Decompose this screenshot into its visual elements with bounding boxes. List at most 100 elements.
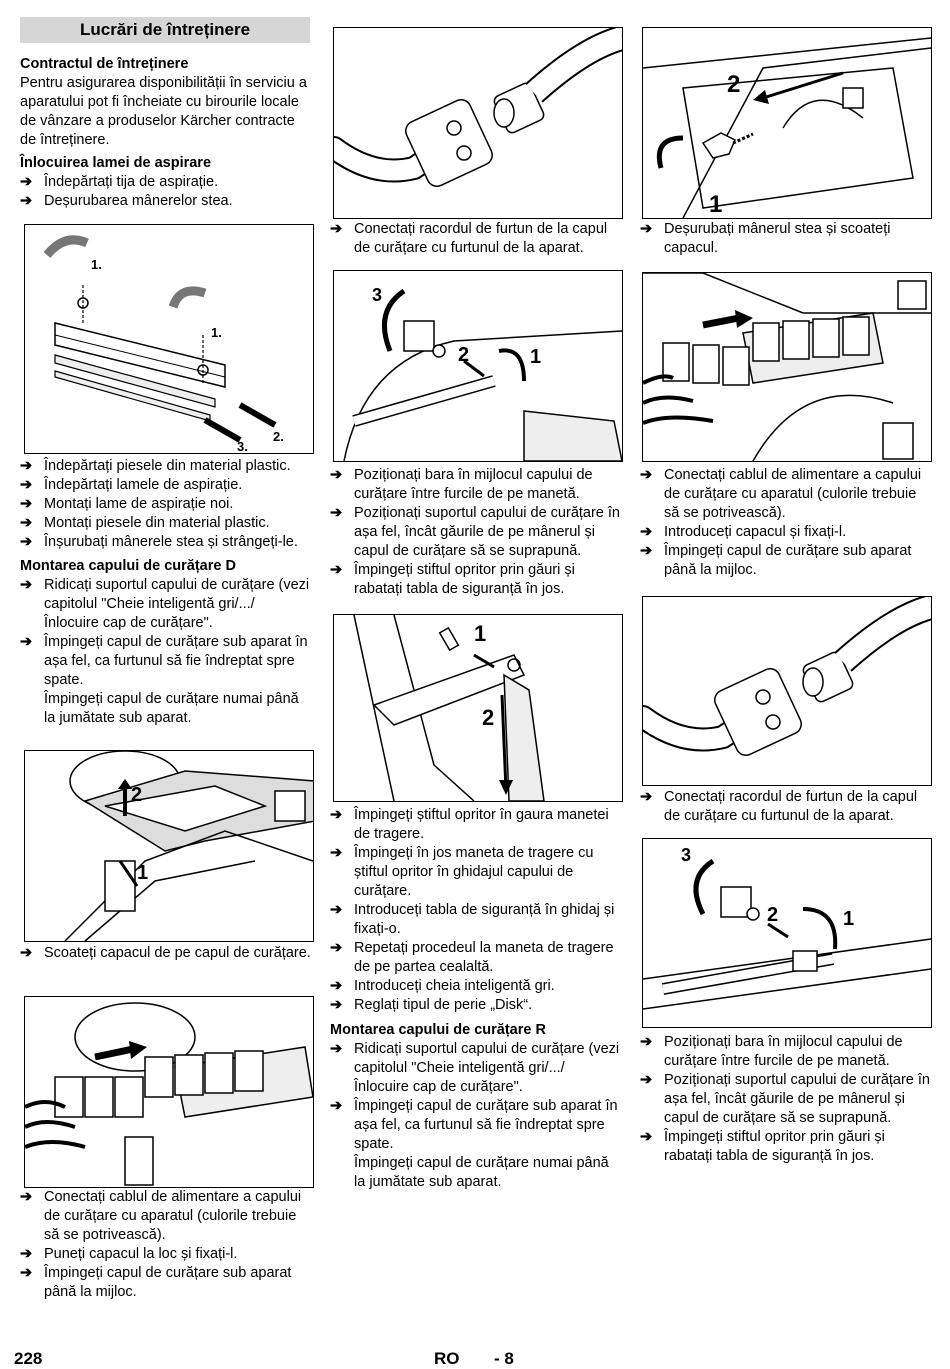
step-item: ➔Poziționați bara în mijlocul capului de… [640,1034,903,1069]
step-item: ➔Conectați racordul de furtun de la capu… [330,221,608,256]
step-arrow-icon: ➔ [330,940,343,956]
figure-position-bar-r: 3 2 1 [642,838,932,1028]
step-arrow-icon: ➔ [640,1034,653,1050]
step-arrow-icon: ➔ [20,534,33,550]
bar-r-steps: ➔Poziționați bara în mijlocul capului de… [640,1033,932,1166]
step-item: ➔Împingeți capul de curățare sub aparat … [20,634,308,688]
step-arrow-icon: ➔ [330,221,343,237]
step-item: ➔Introduceți cheia inteligentă gri. [330,978,555,994]
step-item: ➔Scoateți capacul de pe capul de curățar… [20,945,311,961]
step-arrow-icon: ➔ [330,997,343,1013]
step-item: ➔Împingeți stiftul opritor prin găuri și… [330,562,575,597]
step-item: ➔Ridicați suportul capului de curățare (… [330,1041,620,1095]
step-item: ➔Conectați cablul de alimentare a capulu… [20,1189,302,1243]
section-title: Lucrări de întreținere [20,17,310,43]
step-item: ➔Introduceți tabla de siguranță în ghida… [330,902,615,937]
step-arrow-icon: ➔ [330,845,343,861]
fig1-label-3: 3. [237,439,248,453]
fig-label-2: 2 [727,71,740,98]
step-item: ➔Împingeți capul de curățare sub aparat … [20,1265,292,1300]
step-arrow-icon: ➔ [640,789,653,805]
language-code: RO [434,1349,460,1368]
step-arrow-icon: ➔ [20,174,33,190]
figure-position-bar: 3 2 1 [333,270,623,462]
pin-steps: ➔Împingeți știftul opritor în gaura mane… [330,806,622,1192]
figure-connect-cable [24,996,314,1188]
step-arrow-icon: ➔ [640,1129,653,1145]
hose-r-steps: ➔Conectați racordul de furtun de la capu… [640,788,932,826]
step-item: ➔Împingeți capul de curățare sub aparat … [640,543,912,578]
contract-heading: Contractul de întreținere [20,56,189,72]
step-arrow-icon: ➔ [330,807,343,823]
fig1-label-1b: 1. [211,325,222,340]
mount-d-heading: Montarea capului de curățare D [20,558,236,574]
blade-steps: ➔Îndepărtați piesele din material plasti… [20,457,312,728]
step-arrow-icon: ➔ [330,562,343,578]
fig2-label-1: 1 [137,862,148,884]
step-item: ➔Introduceți capacul și fixați-l. [640,524,847,540]
fig1-label-2: 2. [273,429,284,444]
page-number: 228 [14,1349,43,1368]
step-arrow-icon: ➔ [330,467,343,483]
step-arrow-icon: ➔ [20,945,33,961]
step-arrow-icon: ➔ [330,978,343,994]
fig-label-1: 1 [530,346,541,368]
step-arrow-icon: ➔ [20,477,33,493]
step-item: ➔Împingeți în jos maneta de tragere cu ș… [330,845,594,899]
step-item: ➔Înșurubați mânerele stea și strângeți-l… [20,534,298,550]
bar-steps: ➔Poziționați bara în mijlocul capului de… [330,466,622,599]
fig-label-1: 1 [709,191,722,218]
step-arrow-icon: ➔ [20,634,33,650]
figure-hose-connector-r [642,596,932,786]
step-item: ➔Conectați cablul de alimentare a capulu… [640,467,922,521]
step-item: ➔Împingeți știftul opritor în gaura mane… [330,807,609,842]
step-arrow-icon: ➔ [20,496,33,512]
fig-label-2: 2 [482,705,494,730]
step-arrow-icon: ➔ [640,524,653,540]
figure-hose-connector [333,27,623,219]
step-item: ➔Împingeți capul de curățare sub aparat … [330,1098,618,1152]
knob-steps: ➔Deșurubați mânerul stea și scoateți cap… [640,220,932,258]
step-item: ➔Conectați racordul de furtun de la capu… [640,789,918,824]
step-arrow-icon: ➔ [20,193,33,209]
fig-label-1: 1 [474,621,486,646]
step-item: ➔Puneți capacul la loc și fixați-l. [20,1246,238,1262]
replace-heading: Înlocuirea lamei de aspirare [20,155,212,171]
mount-r-note: Împingeți capul de curățare numai până l… [354,1155,609,1190]
step-item: ➔Poziționați suportul capului de curățar… [330,505,620,559]
fig-label-2: 2 [458,344,469,366]
step-arrow-icon: ➔ [640,221,653,237]
figure-pin-lever: 1 2 [333,614,623,802]
step-item: ➔Montați lame de aspirație noi. [20,496,234,512]
step-arrow-icon: ➔ [640,543,653,559]
step-item: ➔Deșurubați mânerul stea și scoateți cap… [640,221,891,256]
figure-star-knob: 2 1 [642,27,932,219]
step-arrow-icon: ➔ [640,1072,653,1088]
step-arrow-icon: ➔ [20,1189,33,1205]
step-item: ➔Reglați tipul de perie „Disk“. [330,997,533,1013]
figure-connect-cable-r [642,272,932,462]
section-page: - 8 [494,1349,514,1368]
step-item: ➔Montați piesele din material plastic. [20,515,270,531]
step-arrow-icon: ➔ [20,1246,33,1262]
cable-steps: ➔Conectați cablul de alimentare a capulu… [20,1188,312,1302]
fig-label-2: 2 [767,904,778,926]
figure-remove-cover: 2 1 [24,750,314,942]
step-arrow-icon: ➔ [330,1041,343,1057]
fig-label-1: 1 [843,908,854,930]
step-item: ➔Ridicați suportul capului de curățare (… [20,577,310,631]
figure-squeegee-blade: 1. 1. 2. 3. [24,224,314,454]
fig2-label-2: 2 [131,784,142,806]
step-item: ➔Repetați procedeul la maneta de tragere… [330,940,614,975]
step-arrow-icon: ➔ [20,577,33,593]
step-item: ➔Împingeți stiftul opritor prin găuri și… [640,1129,885,1164]
step-arrow-icon: ➔ [640,467,653,483]
step-item: ➔Îndepărtați tija de aspirație. [20,174,219,190]
mount-r-heading: Montarea capului de curățare R [330,1022,546,1038]
contract-text: Pentru asigurarea disponibilității în se… [20,75,307,148]
cover-steps: ➔Scoateți capacul de pe capul de curățar… [20,944,312,963]
contract-section: Contractul de întreținere Pentru asigura… [20,55,312,211]
step-arrow-icon: ➔ [330,902,343,918]
fig-label-3: 3 [681,845,691,865]
step-arrow-icon: ➔ [20,1265,33,1281]
